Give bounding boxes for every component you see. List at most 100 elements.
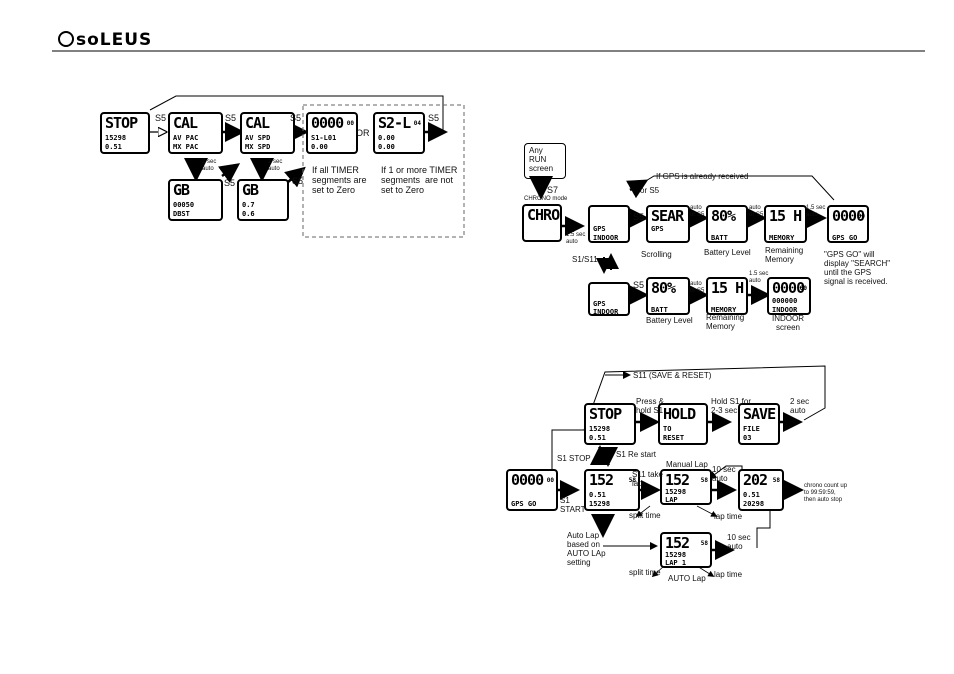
label-auto-or-s5-c: auto or S5 (690, 281, 705, 294)
lcd-line3: BATT (711, 233, 728, 242)
lcd-line1: 0000 (772, 279, 805, 297)
lcd-line1: HOLD (663, 405, 696, 423)
lcd-unit: 58 (700, 540, 708, 547)
label-any-run: Any RUN screen (529, 146, 554, 173)
label-press-hold-s1: Press & hold S1 (636, 397, 665, 415)
lcd-line3: 0.51 (589, 434, 606, 443)
lcd-line3: 0.00 (311, 143, 328, 152)
brand-name: soLEUS (76, 30, 153, 50)
label-s1-restart: S1 Re start (616, 450, 657, 459)
label-auto-or-s5-a: auto or S5 (690, 205, 705, 218)
label-all-zero: If all TIMER segments are set to Zero (312, 165, 367, 195)
lcd-line1: SAVE (743, 405, 776, 423)
soleus-logo-icon (58, 31, 74, 47)
label-remaining-memory-a: Remaining Memory (765, 246, 804, 264)
lcd-line1: 202 (743, 471, 768, 489)
lcd-unit: 00 (546, 477, 554, 484)
lcd-line3: LAP (665, 496, 678, 505)
lcd-screen-chro: CHRO (522, 204, 562, 242)
lcd-line2: 15298 (589, 425, 611, 434)
lcd-line2: 000000 (772, 297, 798, 306)
label-auto-lap-based: Auto Lap based on AUTO LAp setting (567, 531, 606, 567)
lcd-line3: 0.00 (378, 143, 395, 152)
label-lap-time-b: lap time (714, 570, 743, 579)
lcd-line3: INDOOR (593, 233, 619, 242)
lcd-line1: 152 (665, 471, 690, 489)
label-chrono-count: chrono count up to 99:59:59, then auto s… (804, 483, 848, 503)
lcd-line1: 15 H (711, 279, 744, 297)
label-2sec-auto-2: 2 sec auto (268, 159, 283, 172)
label-s5-b: S5 (225, 113, 237, 123)
lcd-line2: 0.51 (743, 491, 760, 500)
lcd-line2: GPS (593, 225, 606, 234)
lcd-line2: 00050 (173, 201, 195, 210)
lcd-unit: 04 (413, 120, 421, 127)
lcd-unit: 58 (772, 477, 780, 484)
lcd-line3: GPS GO (832, 233, 858, 242)
lcd-line1: STOP (105, 114, 138, 132)
lcd-line3: LAP 1 (665, 559, 687, 568)
label-or-s5: or S5 (640, 186, 660, 195)
lcd-line3: MEMORY (769, 233, 795, 242)
label-1.5sec-auto-a: 1.5 sec auto (566, 232, 586, 245)
label-split-time-a: split time (629, 511, 661, 520)
label-s5-h: S5 (633, 280, 645, 290)
lcd-line1: 80% (711, 207, 736, 225)
label-s5-g: S5 (633, 212, 645, 222)
lcd-unit: 00 (346, 120, 354, 127)
label-s5-f: S5 (292, 176, 304, 186)
label-s1-s11: S1/S11 (572, 255, 598, 264)
lcd-line2: 15298 (665, 488, 687, 497)
label-s1-stop: S1 STOP (557, 454, 591, 463)
lcd-line3: RESET (663, 434, 685, 443)
lcd-line2: GPS (593, 300, 606, 309)
label-not-zero: If 1 or more TIMER segments are not set … (381, 165, 458, 195)
lcd-line3: 0.6 (242, 210, 255, 219)
label-battery-level-b: Battery Level (646, 316, 693, 325)
lcd-line3: 03 (743, 434, 752, 443)
label-1.5sec-auto-c: 1.5 sec auto (749, 271, 769, 284)
label-s7: S7 (547, 185, 559, 195)
lcd-line3: MX PAC (173, 143, 199, 152)
label-10sec-auto-b: 10 sec auto (727, 533, 751, 551)
label-s11-save-reset: S11 (SAVE & RESET) (633, 371, 712, 380)
lcd-line1: 0000 (311, 114, 344, 132)
lcd-line3: 20298 (743, 500, 765, 509)
label-hold-s1-for: Hold S1 for 2-3 sec (711, 397, 752, 415)
lcd-line1: 80% (651, 279, 676, 297)
label-10sec-auto-a: 10 sec auto (712, 465, 736, 483)
lcd-line2: 15298 (665, 551, 687, 560)
label-lap-time-a: lap time (714, 512, 743, 521)
label-s5-c: S5 (290, 113, 302, 123)
lcd-line2: S1-L01 (311, 134, 337, 143)
label-s11-take-lap: S11 take lap (632, 470, 663, 488)
lcd-line1: CAL (245, 114, 270, 132)
lcd-line2: TO (663, 425, 672, 434)
lcd-line3: INDOOR (772, 305, 798, 314)
lcd-unit: 00 (799, 285, 807, 292)
label-2sec-auto-1: 2 sec auto (202, 159, 217, 172)
lcd-line2: 0.51 (589, 491, 606, 500)
lcd-line1: S2-L (378, 114, 411, 132)
lcd-line1: 152 (665, 534, 690, 552)
lcd-unit: 58 (700, 477, 708, 484)
lcd-line3: BATT (651, 305, 668, 314)
lcd-screen-batt: 80% BATT (706, 205, 748, 243)
label-gps-received: If GPS is already received (656, 172, 749, 181)
lcd-line2: 0.00 (378, 134, 395, 143)
lcd-unit: 00 (857, 213, 865, 220)
